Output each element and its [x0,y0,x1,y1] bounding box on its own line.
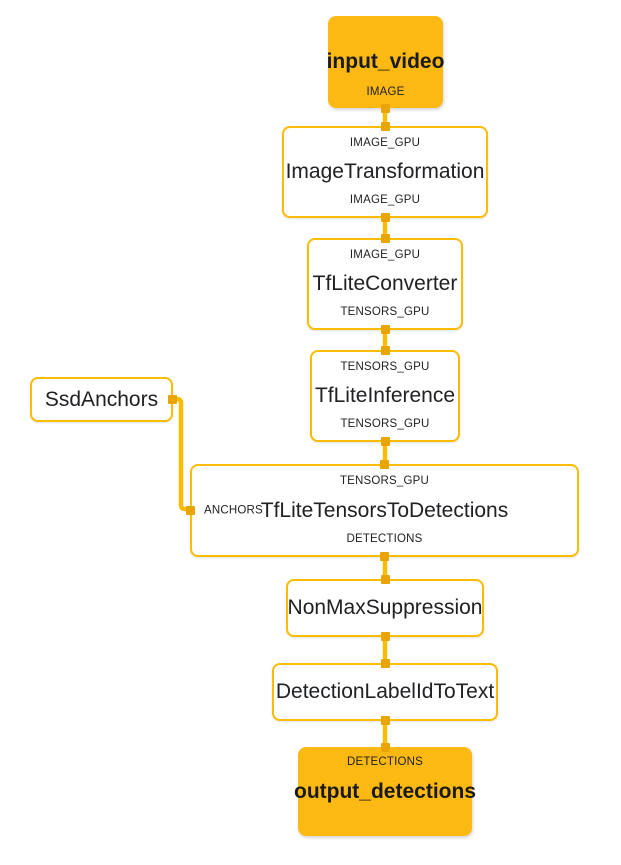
port-label-output: IMAGE_GPU [349,193,421,206]
node-image-transformation[interactable]: IMAGE_GPU ImageTransformation IMAGE_GPU [282,122,488,222]
port-label-input: TENSORS_GPU [339,475,430,487]
port-label-input: TENSORS_GPU [340,361,430,373]
node-non-max-suppression[interactable]: NonMaxSuppression [286,575,484,641]
node-input-video[interactable]: input_video IMAGE [326,16,445,113]
output-port[interactable] [380,213,390,222]
output-port[interactable] [381,103,390,113]
port-label-input: DETECTIONS [346,756,424,768]
port-label-input: IMAGE_GPU [349,249,421,261]
node-title: DetectionLabelIdToText [275,680,495,704]
port-label-output: IMAGE [366,85,405,98]
node-title: NonMaxSuppression [287,596,483,620]
input-port[interactable] [380,575,390,584]
input-port[interactable] [380,742,390,752]
input-port[interactable] [380,346,390,355]
port-label-output: DETECTIONS [346,532,423,545]
output-port[interactable] [380,716,390,725]
output-port[interactable] [380,437,390,446]
input-port[interactable] [380,122,390,131]
node-title: TfLiteInference [314,384,456,408]
node-ssd-anchors[interactable]: SsdAnchors [30,377,177,422]
port-label-input: IMAGE_GPU [349,137,421,149]
node-tflite-tensors-to-detections[interactable]: TENSORS_GPU TfLiteTensorsToDetections DE… [186,460,579,561]
node-title: TfLiteConverter [312,272,458,296]
node-title: ImageTransformation [285,160,485,184]
node-title: output_detections [294,779,476,803]
node-title: TfLiteTensorsToDetections [260,498,509,522]
node-title: input_video [326,50,445,74]
output-port[interactable] [380,325,390,334]
side-input-port-anchors[interactable] [186,506,195,515]
input-port[interactable] [380,234,390,243]
node-detection-label-id-to-text[interactable]: DetectionLabelIdToText [272,659,498,725]
output-port[interactable] [380,632,390,641]
node-title: SsdAnchors [44,387,159,411]
output-port[interactable] [168,395,177,404]
edge-ssd-anchors-to-tensors-to-detections [173,396,191,512]
output-port[interactable] [380,552,389,561]
input-port[interactable] [380,460,389,469]
port-label-output: TENSORS_GPU [340,417,430,430]
node-tflite-inference[interactable]: TENSORS_GPU TfLiteInference TENSORS_GPU [310,346,460,446]
port-label-side-input: ANCHORS [204,503,263,516]
node-output-detections[interactable]: DETECTIONS output_detections [294,742,476,836]
port-label-output: TENSORS_GPU [340,305,430,318]
input-port[interactable] [380,659,390,668]
node-tflite-converter[interactable]: IMAGE_GPU TfLiteConverter TENSORS_GPU [307,234,463,334]
